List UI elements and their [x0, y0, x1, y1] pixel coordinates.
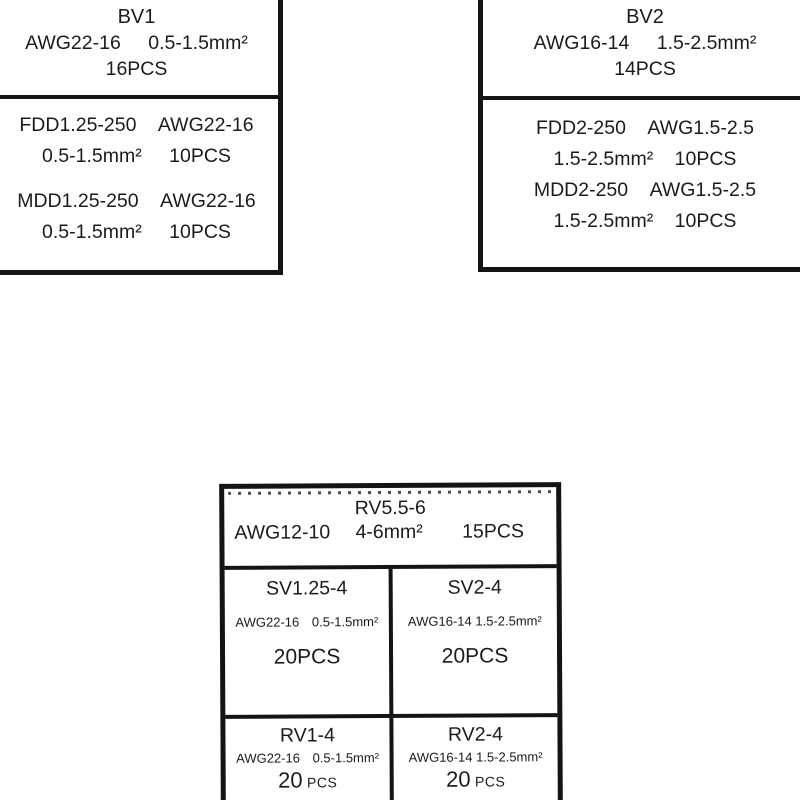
sv1-spec: AWG22-16 0.5-1.5mm² [225, 613, 389, 632]
bv1-item1-awg: AWG22-16 [157, 114, 254, 136]
bv1-item2-spec-line: 0.5-1.5mm² 10PCS [0, 219, 278, 245]
rv1-qty-number: 20 [278, 767, 303, 793]
bv2-item2-qty: 10PCS [674, 210, 737, 232]
bv2-item2-spec-line: 1.5-2.5mm² 10PCS [483, 208, 800, 234]
perforation-dots [228, 490, 553, 495]
sv1-title: SV1.25-4 [265, 577, 348, 600]
bv2-qty: 14PCS [614, 58, 676, 80]
bv2-mm: 1.5-2.5mm² [656, 32, 757, 54]
cell-rv1-4: RV1-4 AWG22-16 0.5-1.5mm² 20 PCS [225, 717, 394, 800]
rv2-spec: AWG16-14 1.5-2.5mm² [394, 748, 558, 767]
label-box-rv: RV5.5-6 AWG12-10 4-6mm² 15PCS SV1.25-4 A… [219, 482, 563, 800]
label-box-bv2: BV2 AWG16-14 1.5-2.5mm² 14PCS FDD2-250 A… [478, 0, 800, 272]
rv1-qty-unit: PCS [306, 774, 338, 791]
rv-header: RV5.5-6 AWG12-10 4-6mm² 15PCS [224, 495, 557, 570]
label-box-bv1: BV1 AWG22-16 0.5-1.5mm² 16PCS FDD1.25-25… [0, 0, 283, 275]
bv1-title: BV1 [117, 6, 156, 28]
rv2-qty-number: 20 [446, 766, 471, 792]
bv2-item2-code: MDD2-250 [533, 179, 629, 201]
bv1-item1-code: FDD1.25-250 [19, 114, 137, 136]
bv1-item1-mm: 0.5-1.5mm² [42, 145, 142, 167]
rv-qty: 15PCS [462, 520, 525, 543]
rv-row: RV1-4 AWG22-16 0.5-1.5mm² 20 PCS RV2-4 A… [225, 717, 558, 800]
bv1-item1-code-line: FDD1.25-250 AWG22-16 [0, 112, 278, 138]
bv2-item1-awg: AWG1.5-2.5 [647, 117, 754, 139]
rv2-title: RV2-4 [447, 723, 503, 746]
bv1-item1-qty: 10PCS [169, 145, 231, 167]
rv-mm: 4-6mm² [355, 520, 423, 544]
rv1-spec: AWG22-16 0.5-1.5mm² [226, 749, 390, 768]
sv2-title: SV2-4 [447, 576, 502, 599]
sv-row: SV1.25-4 AWG22-16 0.5-1.5mm² 20PCS SV2-4… [224, 568, 558, 719]
rv2-qty: 20 PCS [394, 767, 558, 794]
bv1-mm: 0.5-1.5mm² [148, 32, 248, 54]
bv2-item1-code: FDD2-250 [536, 117, 626, 139]
bv1-awg: AWG22-16 [25, 32, 121, 54]
bv2-awg: AWG16-14 [533, 32, 630, 54]
bv2-item2-mm: 1.5-2.5mm² [553, 210, 654, 232]
bv2-item1-mm: 1.5-2.5mm² [553, 148, 654, 170]
sv2-mm: 1.5-2.5mm² [475, 613, 542, 629]
rv2-qty-unit: PCS [474, 773, 506, 790]
bv2-spec-line: AWG16-14 1.5-2.5mm² [483, 30, 800, 56]
bv2-item2-code-line: MDD2-250 AWG1.5-2.5 [483, 177, 800, 203]
sv2-qty: 20PCS [441, 644, 509, 668]
sv2-spec: AWG16-14 1.5-2.5mm² [393, 612, 557, 631]
cell-sv2-4: SV2-4 AWG16-14 1.5-2.5mm² 20PCS [393, 568, 558, 714]
sv1-mm: 0.5-1.5mm² [311, 614, 379, 630]
sv2-awg: AWG16-14 [407, 613, 472, 629]
rv1-mm: 0.5-1.5mm² [312, 750, 380, 766]
bv1-item2-awg: AWG22-16 [160, 190, 256, 212]
bv2-body: FDD2-250 AWG1.5-2.5 1.5-2.5mm² 10PCS MDD… [483, 100, 800, 234]
rv1-title: RV1-4 [279, 724, 335, 747]
rv1-awg: AWG22-16 [236, 750, 300, 766]
cell-sv1-25-4: SV1.25-4 AWG22-16 0.5-1.5mm² 20PCS [224, 568, 394, 715]
rv2-awg: AWG16-14 [408, 749, 473, 765]
sv1-qty: 20PCS [273, 645, 341, 669]
bv2-item2-awg: AWG1.5-2.5 [649, 179, 757, 201]
bv1-item2-mm: 0.5-1.5mm² [42, 221, 142, 243]
bv2-header: BV2 AWG16-14 1.5-2.5mm² 14PCS [483, 0, 800, 100]
bv2-item1-qty: 10PCS [674, 148, 737, 170]
bv2-item1-code-line: FDD2-250 AWG1.5-2.5 [483, 115, 800, 141]
rv1-qty: 20 PCS [226, 767, 390, 795]
bv1-item2-qty: 10PCS [169, 221, 231, 243]
bv1-item2-code-line: MDD1.25-250 AWG22-16 [0, 188, 278, 214]
cell-rv2-4: RV2-4 AWG16-14 1.5-2.5mm² 20 PCS [393, 717, 558, 800]
bv1-item1-spec-line: 0.5-1.5mm² 10PCS [0, 143, 278, 169]
bv2-title: BV2 [626, 6, 664, 28]
rv2-mm: 1.5-2.5mm² [476, 749, 543, 765]
rv-awg: AWG12-10 [234, 521, 331, 544]
bv1-qty: 16PCS [105, 58, 168, 80]
bv2-item1-spec-line: 1.5-2.5mm² 10PCS [483, 146, 800, 172]
bv1-body: FDD1.25-250 AWG22-16 0.5-1.5mm² 10PCS MD… [0, 99, 278, 245]
rv-title: RV5.5-6 [354, 496, 426, 520]
bv1-header: BV1 AWG22-16 0.5-1.5mm² 16PCS [0, 0, 278, 99]
bv1-item2-code: MDD1.25-250 [17, 190, 139, 212]
bv1-spec-line: AWG22-16 0.5-1.5mm² [0, 30, 278, 56]
sv1-awg: AWG22-16 [235, 614, 300, 630]
rv-spec-line: AWG12-10 4-6mm² 15PCS [224, 519, 556, 545]
